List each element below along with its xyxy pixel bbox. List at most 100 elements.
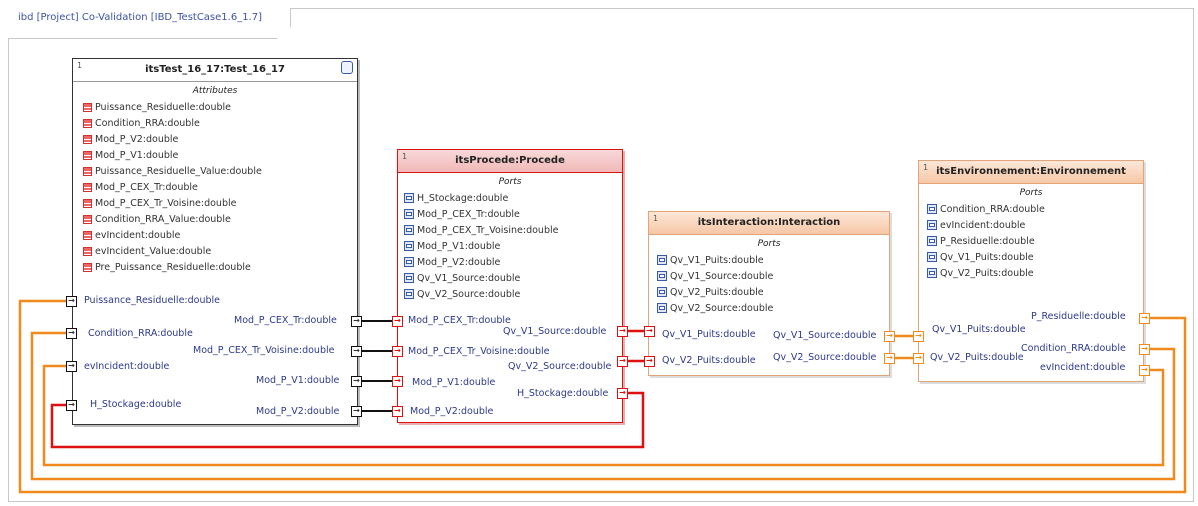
attribute-item[interactable]: Puissance_Residuelle:double xyxy=(73,99,357,115)
port-mod-p-cex-tr-voisine-out[interactable]: → xyxy=(351,346,362,357)
attribute-item[interactable]: Condition_RRA:double xyxy=(73,115,357,131)
attribute-icon xyxy=(83,246,92,256)
port-item[interactable]: H_Stockage:double xyxy=(398,190,622,206)
block-title: itsInteraction:Interaction xyxy=(697,217,841,228)
port-icon xyxy=(927,236,937,246)
diagram-frame-title: ibd [Project] Co-Validation [IBD_TestCas… xyxy=(8,8,291,39)
port-label: Mod_P_CEX_Tr:double xyxy=(408,315,511,326)
port-icon xyxy=(404,209,414,219)
port-label: Qv_V2_Source:double xyxy=(508,361,612,372)
port-qv-v2-source-out[interactable]: → xyxy=(884,353,895,364)
block-procede-header: 1 itsProcede:Procede xyxy=(398,150,622,173)
port-qv-v1-puits-in[interactable]: → xyxy=(644,326,655,337)
port-condition-rra-out[interactable]: → xyxy=(1139,344,1150,355)
port-icon xyxy=(927,268,937,278)
structure-icon xyxy=(341,61,353,74)
attribute-item[interactable]: Mod_P_V2:double xyxy=(73,131,357,147)
port-qv-v1-puits-in[interactable]: → xyxy=(913,331,924,342)
attribute-item[interactable]: Pre_Puissance_Residuelle:double xyxy=(73,259,357,275)
port-label: Mod_P_V2:double xyxy=(256,406,340,417)
port-evincident[interactable]: → xyxy=(66,361,77,372)
port-label: Mod_P_V2:double xyxy=(410,406,494,417)
attribute-item[interactable]: Puissance_Residuelle_Value:double xyxy=(73,163,357,179)
port-icon xyxy=(404,241,414,251)
port-icon xyxy=(404,193,414,203)
port-label: evIncident:double xyxy=(84,361,170,372)
ports-list: H_Stockage:double Mod_P_CEX_Tr:double Mo… xyxy=(398,190,622,302)
section-title: Ports xyxy=(498,177,522,187)
port-item[interactable]: evIncident:double xyxy=(919,217,1143,233)
ports-list: Condition_RRA:double evIncident:double P… xyxy=(919,201,1143,281)
block-title: itsEnvironnement:Environnement xyxy=(936,166,1126,177)
port-evincident-out[interactable]: → xyxy=(1139,365,1150,376)
port-mod-p-cex-tr-out[interactable]: → xyxy=(351,316,362,327)
port-item[interactable]: Qv_V2_Source:double xyxy=(398,286,622,302)
port-item[interactable]: Qv_V1_Source:double xyxy=(649,268,889,284)
port-label: Condition_RRA:double xyxy=(88,328,193,339)
port-item[interactable]: Qv_V2_Puits:double xyxy=(649,284,889,300)
port-label: Condition_RRA:double xyxy=(1021,343,1126,354)
port-item[interactable]: Qv_V2_Source:double xyxy=(649,300,889,316)
attribute-item[interactable]: Condition_RRA_Value:double xyxy=(73,211,357,227)
port-label: Qv_V1_Source:double xyxy=(773,330,877,341)
attribute-item[interactable]: Mod_P_CEX_Tr:double xyxy=(73,179,357,195)
attribute-icon xyxy=(83,214,92,224)
port-item[interactable]: Qv_V2_Puits:double xyxy=(919,265,1143,281)
attribute-icon xyxy=(83,166,92,176)
port-item[interactable]: Mod_P_CEX_Tr_Voisine:double xyxy=(398,222,622,238)
port-mod-p-cex-tr-in[interactable]: → xyxy=(392,316,403,327)
section-title: Ports xyxy=(1019,188,1043,198)
port-icon xyxy=(657,303,667,313)
port-label: Qv_V1_Puits:double xyxy=(662,329,756,340)
port-icon xyxy=(657,287,667,297)
port-label: H_Stockage:double xyxy=(90,399,182,410)
attribute-icon xyxy=(83,134,92,144)
port-label: P_Residuelle:double xyxy=(1031,311,1126,322)
port-mod-p-v1-out[interactable]: → xyxy=(351,376,362,387)
port-item[interactable]: Qv_V1_Puits:double xyxy=(649,252,889,268)
block-environnement-header: 1 itsEnvironnement:Environnement xyxy=(919,161,1143,184)
port-qv-v1-source-out[interactable]: → xyxy=(617,326,628,337)
ports-list: Qv_V1_Puits:double Qv_V1_Source:double Q… xyxy=(649,252,889,316)
attribute-icon xyxy=(83,230,92,240)
link-evincident xyxy=(42,364,1165,467)
diagram-frame xyxy=(8,8,1194,502)
link-puissance-residuelle xyxy=(18,299,1187,494)
port-p-residuelle-out[interactable]: → xyxy=(1139,313,1150,324)
port-mod-p-v2-in[interactable]: → xyxy=(392,406,403,417)
multiplicity: 1 xyxy=(77,61,83,70)
port-mod-p-v1-in[interactable]: → xyxy=(392,376,403,387)
block-title: itsProcede:Procede xyxy=(455,155,565,166)
port-mod-p-cex-tr-voisine-in[interactable]: → xyxy=(392,346,403,357)
block-test[interactable]: 1 itsTest_16_17:Test_16_17 Attributes Pu… xyxy=(72,58,358,425)
attribute-item[interactable]: evIncident:double xyxy=(73,227,357,243)
attribute-item[interactable]: Mod_P_V1:double xyxy=(73,147,357,163)
port-condition-rra[interactable]: → xyxy=(66,328,77,339)
port-item[interactable]: Mod_P_CEX_Tr:double xyxy=(398,206,622,222)
port-mod-p-v2-out[interactable]: → xyxy=(351,406,362,417)
block-procede[interactable]: 1 itsProcede:Procede Ports H_Stockage:do… xyxy=(397,149,623,423)
block-environnement[interactable]: 1 itsEnvironnement:Environnement Ports C… xyxy=(918,160,1144,382)
port-item[interactable]: P_Residuelle:double xyxy=(919,233,1143,249)
port-item[interactable]: Mod_P_V2:double xyxy=(398,254,622,270)
multiplicity: 1 xyxy=(923,163,929,172)
attribute-item[interactable]: evIncident_Value:double xyxy=(73,243,357,259)
multiplicity: 1 xyxy=(653,214,659,223)
port-qv-v2-puits-in[interactable]: → xyxy=(913,353,924,364)
port-icon xyxy=(404,289,414,299)
port-item[interactable]: Mod_P_V1:double xyxy=(398,238,622,254)
port-item[interactable]: Qv_V1_Source:double xyxy=(398,270,622,286)
attribute-icon xyxy=(83,102,92,112)
port-icon xyxy=(657,255,667,265)
block-interaction-header: 1 itsInteraction:Interaction xyxy=(649,212,889,235)
port-qv-v1-source-out[interactable]: → xyxy=(884,331,895,342)
block-interaction[interactable]: 1 itsInteraction:Interaction Ports Qv_V1… xyxy=(648,211,890,376)
port-h-stockage-out[interactable]: → xyxy=(617,388,628,399)
port-h-stockage[interactable]: → xyxy=(66,400,77,411)
port-qv-v2-puits-in[interactable]: → xyxy=(644,356,655,367)
port-puissance-residuelle[interactable]: → xyxy=(66,296,77,307)
port-qv-v2-source-out[interactable]: → xyxy=(617,356,628,367)
port-item[interactable]: Qv_V1_Puits:double xyxy=(919,249,1143,265)
attribute-item[interactable]: Mod_P_CEX_Tr_Voisine:double xyxy=(73,195,357,211)
port-item[interactable]: Condition_RRA:double xyxy=(919,201,1143,217)
